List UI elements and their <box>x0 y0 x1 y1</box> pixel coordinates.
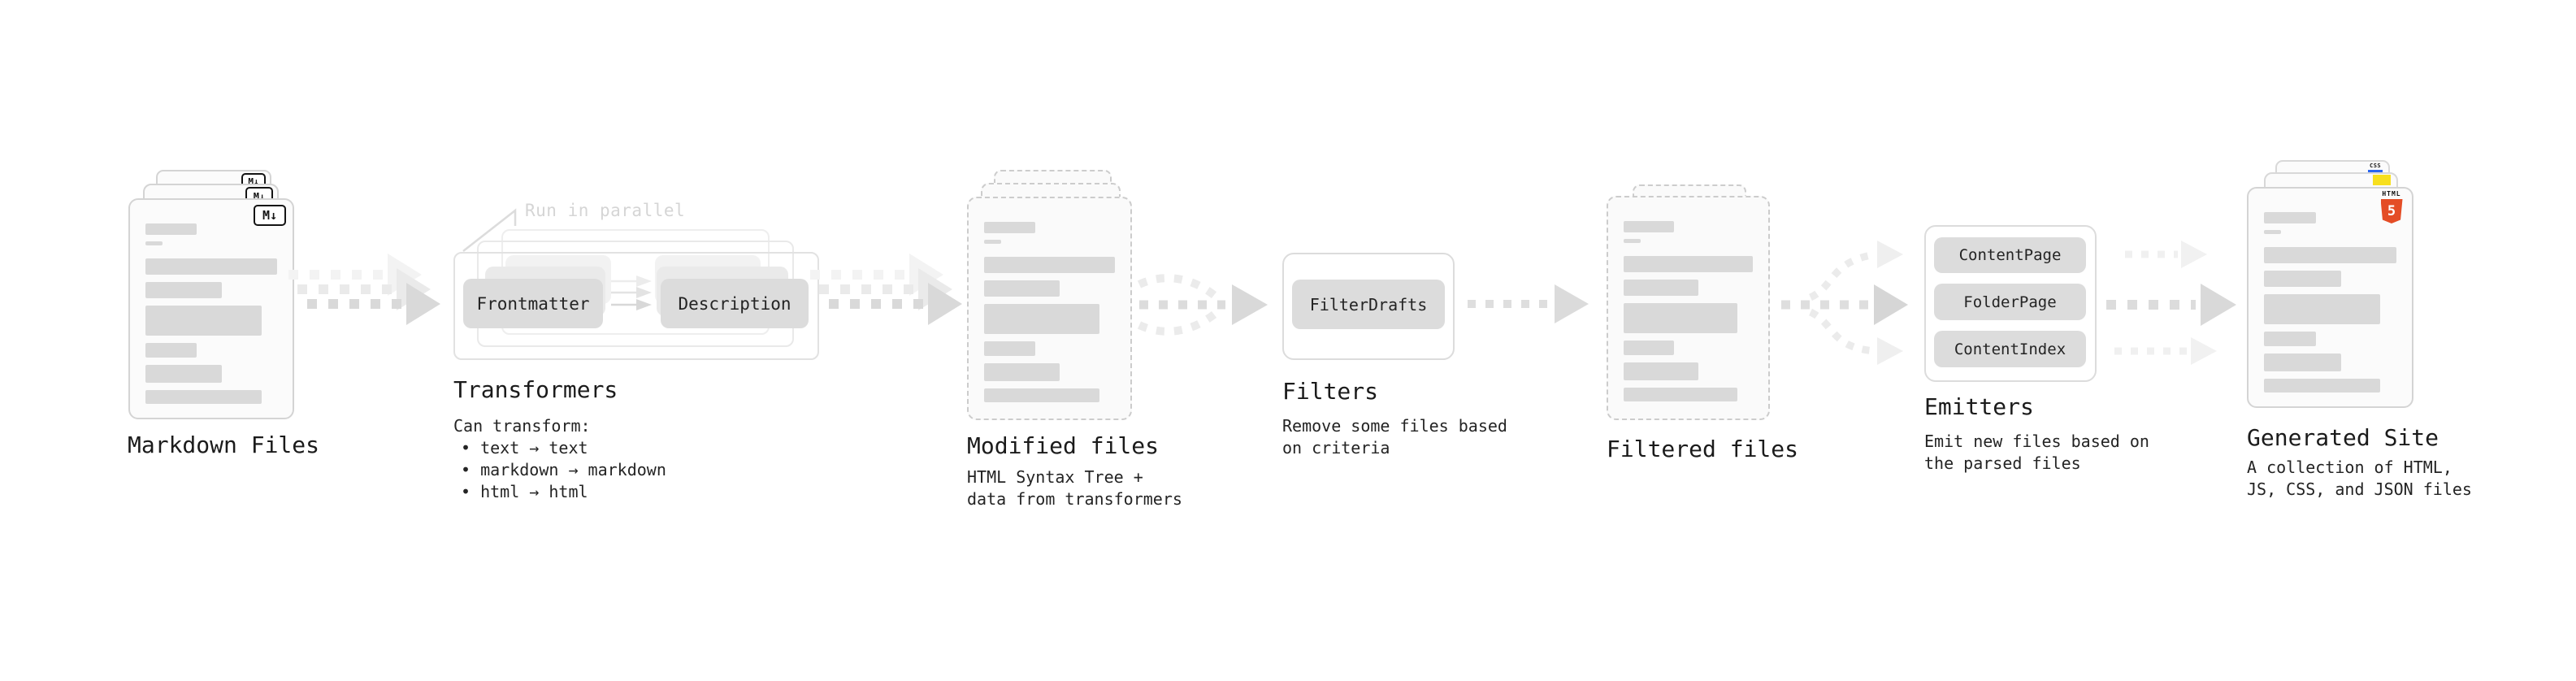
modified-files-title: Modified files <box>967 432 1160 459</box>
placeholder-bar <box>1624 362 1699 380</box>
placeholder-bar <box>984 280 1060 297</box>
placeholder-bar <box>2264 212 2316 223</box>
placeholder-bar <box>1624 221 1674 232</box>
arrow-emitters-to-generated <box>2106 241 2236 365</box>
generated-site-doc <box>2247 187 2413 408</box>
generated-site-description: A collection of HTML, JS, CSS, and JSON … <box>2247 458 2472 499</box>
modified-files-description: HTML Syntax Tree + data from transformer… <box>967 467 1182 509</box>
emitters-description: Emit new files based on the parsed files <box>1924 432 2149 473</box>
emitter-pill-contentpage: ContentPage <box>1934 237 2086 273</box>
arrow-modified-to-filters <box>1137 274 1268 336</box>
placeholder-bar <box>2264 271 2341 287</box>
placeholder-bar <box>1624 388 1737 401</box>
filters-description: Remove some files based on criteria <box>1282 416 1507 458</box>
run-in-parallel-label: Run in parallel <box>525 201 686 220</box>
placeholder-bar <box>145 343 197 358</box>
modified-files-doc <box>967 197 1132 420</box>
placeholder-bar <box>2264 294 2381 324</box>
placeholder-bar <box>145 258 277 275</box>
placeholder-bar <box>984 363 1060 381</box>
filtered-files-title: Filtered files <box>1607 436 1799 462</box>
generated-site-title: Generated Site <box>2247 424 2439 451</box>
transformers-description: Can transform: • text → text • markdown … <box>453 415 666 503</box>
transformers-title: Transformers <box>453 376 618 403</box>
transformer-capability: • text → text <box>461 438 588 458</box>
emitters-title: Emitters <box>1924 393 2034 420</box>
placeholder-bar <box>2264 332 2316 346</box>
placeholder-bar <box>1624 256 1753 272</box>
placeholder-bar <box>145 390 262 404</box>
placeholder-bar <box>2264 230 2282 234</box>
placeholder-bar <box>145 306 262 336</box>
placeholder-bar <box>1624 239 1641 243</box>
placeholder-bar <box>984 240 1001 244</box>
filters-title: Filters <box>1282 378 1379 405</box>
arrow-filters-to-filtered <box>1468 284 1589 323</box>
markdown-files-title: Markdown Files <box>128 432 320 458</box>
placeholder-bar <box>2264 354 2341 371</box>
placeholder-bar <box>984 341 1035 356</box>
transformer-capability: • markdown → markdown <box>461 460 666 479</box>
emitter-pill-folderpage: FolderPage <box>1934 284 2086 320</box>
placeholder-bar <box>984 222 1035 233</box>
placeholder-bar <box>984 304 1099 334</box>
placeholder-bar <box>1624 303 1737 333</box>
arrow-markdown-to-transformers <box>288 254 440 325</box>
transformers-description-heading: Can transform: <box>453 416 591 436</box>
placeholder-bar <box>2264 247 2396 263</box>
description-pill: Description <box>661 279 809 328</box>
placeholder-bar <box>984 388 1099 402</box>
filtered-files-doc <box>1607 196 1770 420</box>
placeholder-bar <box>145 241 163 245</box>
filter-drafts-pill: FilterDrafts <box>1292 280 1445 329</box>
emitter-pill-contentindex: ContentIndex <box>1934 331 2086 367</box>
placeholder-bar <box>984 257 1115 273</box>
css-icon: CSS <box>2368 163 2383 172</box>
placeholder-bar <box>145 365 222 383</box>
frontmatter-pill: Frontmatter <box>463 279 603 328</box>
arrow-filtered-to-emitters <box>1781 241 1908 365</box>
markdown-icon: M↓ <box>254 205 286 226</box>
placeholder-bar <box>145 223 197 235</box>
placeholder-bar <box>2264 379 2381 393</box>
arrow-transformers-to-modified <box>810 254 962 325</box>
placeholder-bar <box>1624 340 1674 355</box>
html5-icon: HTML 5 <box>2379 191 2404 223</box>
markdown-file-card-front <box>128 198 294 419</box>
placeholder-bar <box>145 282 222 298</box>
transformer-capability: • html → html <box>461 482 588 501</box>
js-icon <box>2373 175 2391 185</box>
placeholder-bar <box>1624 280 1699 296</box>
